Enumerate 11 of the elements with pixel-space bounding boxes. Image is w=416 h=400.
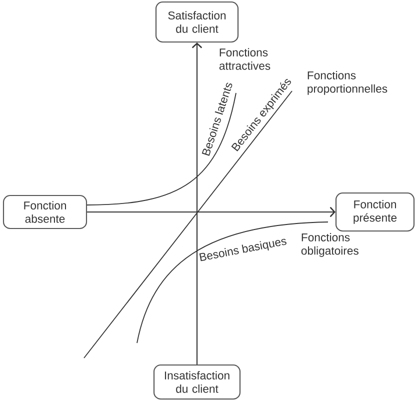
curve-label: Fonctions attractives (219, 48, 270, 70)
curve-label: Besoins basiques (199, 238, 286, 262)
curve-label: Fonctions proportionnelles (308, 71, 388, 95)
text-box: Satisfaction du client (155, 1, 239, 43)
text-box: Fonction absente (2, 194, 88, 230)
axis-arrow (87, 206, 336, 218)
axis-arrow (192, 42, 202, 364)
text-box: Fonction présente (335, 192, 415, 232)
text-box: Insatisfaction du client (153, 364, 241, 400)
curve-label: Besoins latents (202, 82, 232, 156)
curve-label: Fonctions obligatoires (301, 233, 358, 257)
